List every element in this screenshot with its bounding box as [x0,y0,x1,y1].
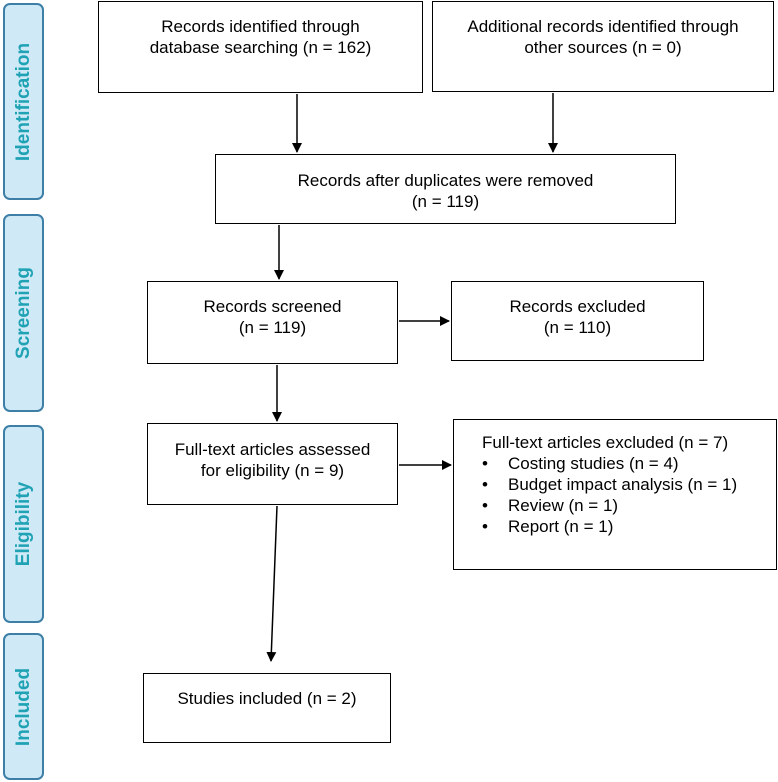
records-screened-box: Records screened (n = 119) [147,281,398,364]
exclusion-reason-item: Budget impact analysis (n = 1) [482,474,776,495]
records-screened-line1: Records screened [203,297,342,316]
records-excluded-line2: (n = 110) [543,318,612,337]
exclusion-reason-item: Report (n = 1) [482,516,776,537]
fulltext-assessed-line2: for eligibility (n = 9) [200,461,345,480]
fulltext-assessed-box: Full-text articles assessed for eligibil… [147,423,398,505]
phase-screening: Screening [3,214,44,412]
records-screened-line2: (n = 119) [238,318,307,337]
other-sources-box: Additional records identified through ot… [432,1,774,92]
studies-included-box: Studies included (n = 2) [143,673,391,743]
phase-identification: Identification [3,3,44,200]
database-records-line2: database searching (n = 162) [149,38,372,57]
arrow-fulltext-to-included [266,505,278,662]
records-excluded-line1: Records excluded [509,297,646,316]
other-sources-line1: Additional records identified through [467,17,739,36]
duplicates-removed-box: Records after duplicates were removed (n… [215,154,676,224]
duplicates-removed-line2: (n = 119) [411,192,480,211]
exclusion-reasons-list: Costing studies (n = 4) Budget impact an… [482,453,776,537]
other-sources-line2: other sources (n = 0) [524,38,682,57]
fulltext-excluded-title: Full-text articles excluded (n = 7) [482,433,729,452]
fulltext-assessed-line1: Full-text articles assessed [174,440,371,459]
exclusion-reason-item: Review (n = 1) [482,495,776,516]
database-records-line1: Records identified through [161,17,360,36]
exclusion-reason-item: Costing studies (n = 4) [482,453,776,474]
database-records-box: Records identified through database sear… [98,1,423,93]
studies-included-line1: Studies included (n = 2) [177,689,357,708]
phase-included: Included [3,633,44,780]
records-excluded-box: Records excluded (n = 110) [451,281,704,361]
fulltext-excluded-box: Full-text articles excluded (n = 7) Cost… [453,419,777,570]
phase-eligibility: Eligibility [3,425,44,623]
duplicates-removed-line1: Records after duplicates were removed [297,171,594,190]
